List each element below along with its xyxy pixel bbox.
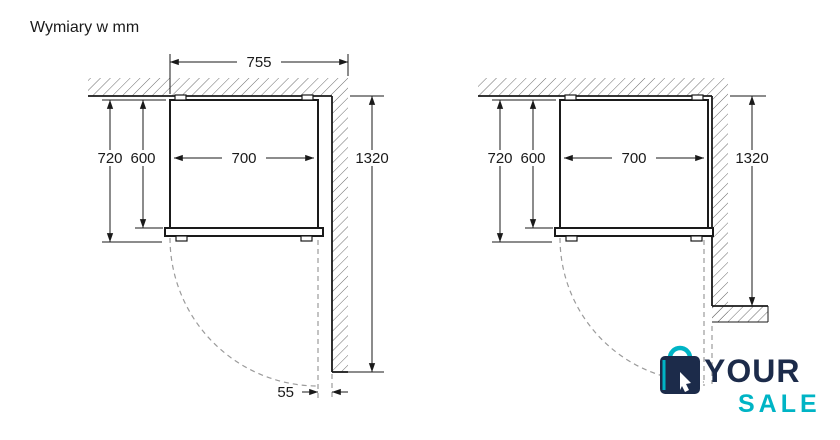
dim-label-700: 700 xyxy=(621,150,646,167)
wall-hatch-right xyxy=(712,78,728,322)
dim-wall-clearance: 55 xyxy=(277,384,348,401)
your-sale-logo: YOUR SALE xyxy=(660,345,821,418)
label-mask xyxy=(222,150,266,166)
logo-text-your: YOUR xyxy=(704,353,800,389)
dim-label-700: 700 xyxy=(231,150,256,167)
dim-label-720: 720 xyxy=(487,150,512,167)
appliance-door xyxy=(554,227,714,237)
dim-label-1320: 1320 xyxy=(735,150,768,167)
hinge-left xyxy=(564,94,577,101)
bag-handle xyxy=(667,345,693,359)
cursor-hand-icon xyxy=(680,372,691,392)
dim-width: 700 xyxy=(563,150,705,167)
dim-label-55: 55 xyxy=(277,384,294,401)
door-foot-left xyxy=(565,235,578,242)
hinge-right xyxy=(691,94,704,101)
hinge-right xyxy=(301,94,314,101)
dim-depth-with-door: 720 xyxy=(94,99,166,243)
label-mask xyxy=(94,150,126,166)
dim-niche-height: 1320 xyxy=(730,95,772,307)
door-swing xyxy=(169,237,333,398)
door-foot-right xyxy=(690,235,703,242)
label-mask xyxy=(127,150,159,166)
wall-hatch-right xyxy=(332,78,348,372)
diagram-left: 755 720 600 700 1320 xyxy=(88,54,392,401)
dim-label-600: 600 xyxy=(520,150,545,167)
logo-text-sale: SALE xyxy=(738,390,821,418)
dim-depth-body: 600 xyxy=(127,99,163,229)
door-foot-right xyxy=(300,235,313,242)
shopping-bag-icon xyxy=(660,345,700,394)
door-swing-arc xyxy=(169,237,319,387)
dim-depth-body: 600 xyxy=(517,99,553,229)
dim-depth-with-door: 720 xyxy=(484,99,556,243)
label-mask xyxy=(352,150,392,166)
dim-width: 700 xyxy=(173,150,315,167)
appliance-door xyxy=(164,227,324,237)
door-swing xyxy=(559,237,713,386)
label-mask xyxy=(237,54,281,70)
door-foot-left xyxy=(175,235,188,242)
appliance-outline xyxy=(554,94,714,242)
label-mask xyxy=(732,150,772,166)
label-mask xyxy=(612,150,656,166)
door-swing-arc xyxy=(559,237,705,383)
appliance-outline xyxy=(164,94,324,242)
label-mask xyxy=(484,150,516,166)
wall-hatch-bottom-return xyxy=(712,306,768,322)
page-title: Wymiary w mm xyxy=(30,19,139,36)
dim-label-1320: 1320 xyxy=(355,150,388,167)
diagram-right: 720 600 700 1320 xyxy=(478,78,772,386)
dim-niche-width: 755 xyxy=(169,54,349,94)
dim-niche-height: 1320 xyxy=(348,95,392,373)
dim-label-600: 600 xyxy=(130,150,155,167)
dim-label-755: 755 xyxy=(246,54,271,71)
label-mask xyxy=(517,150,549,166)
wall-hatch-top xyxy=(88,78,332,96)
dim-label-720: 720 xyxy=(97,150,122,167)
hinge-left xyxy=(174,94,187,101)
wall-hatch-top xyxy=(478,78,712,96)
